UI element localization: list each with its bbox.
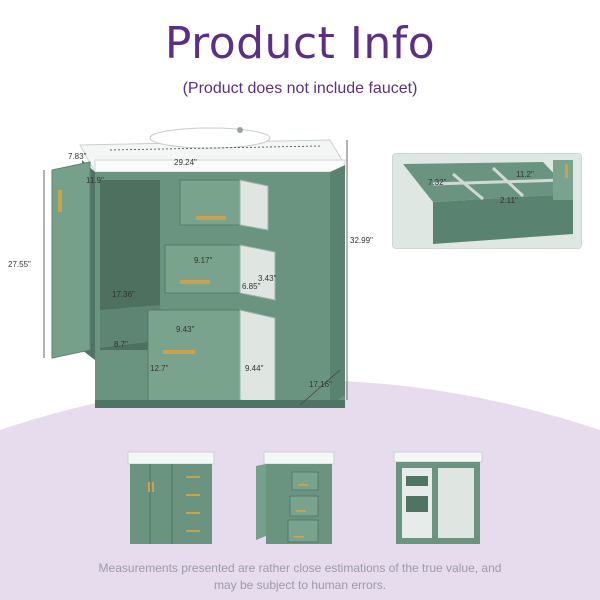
dim-drawer2-depth: 6.85" <box>242 282 261 291</box>
dim-height-total: 32.99" <box>350 236 373 245</box>
page-subtitle: (Product does not include faucet) <box>182 80 418 97</box>
page-title: Product Info <box>164 18 436 69</box>
dim-drawer2-height: 3.43" <box>258 274 277 283</box>
dim-drawer2-width: 9.17" <box>194 256 213 265</box>
dim-inner-width: 17.36" <box>112 290 135 299</box>
drawer-organizer-detail <box>392 153 582 249</box>
dim-depth: 17.16" <box>309 380 332 389</box>
dim-sink-depth: 7.83" <box>68 152 87 161</box>
thumbnail-interior-back <box>393 451 483 544</box>
dim-shelf: 8.7" <box>114 340 128 349</box>
dim-compartment-b: 11.2" <box>516 170 534 179</box>
dim-compartment-c: 2.11" <box>500 196 518 205</box>
disclaimer-line-2: may be subject to human errors. <box>213 578 387 592</box>
thumbnail-open <box>256 451 335 544</box>
dim-drawer3-depth: 12.7" <box>150 364 169 373</box>
measurement-disclaimer: Measurements presented are rather close … <box>60 560 540 594</box>
dim-drawer3-width: 9.43" <box>176 325 195 334</box>
thumbnail-front-closed <box>127 451 215 544</box>
dim-drawer3-height: 9.44" <box>245 364 264 373</box>
organizer-illustration <box>393 154 581 248</box>
vanity-main-illustration <box>43 127 348 408</box>
dim-door-height: 27.55" <box>8 260 31 269</box>
disclaimer-line-1: Measurements presented are rather close … <box>98 561 502 575</box>
dim-width-top: 29.24" <box>174 158 197 167</box>
dim-inner-small: 11.9" <box>86 176 104 185</box>
dim-compartment-a: 7.32" <box>428 178 447 187</box>
